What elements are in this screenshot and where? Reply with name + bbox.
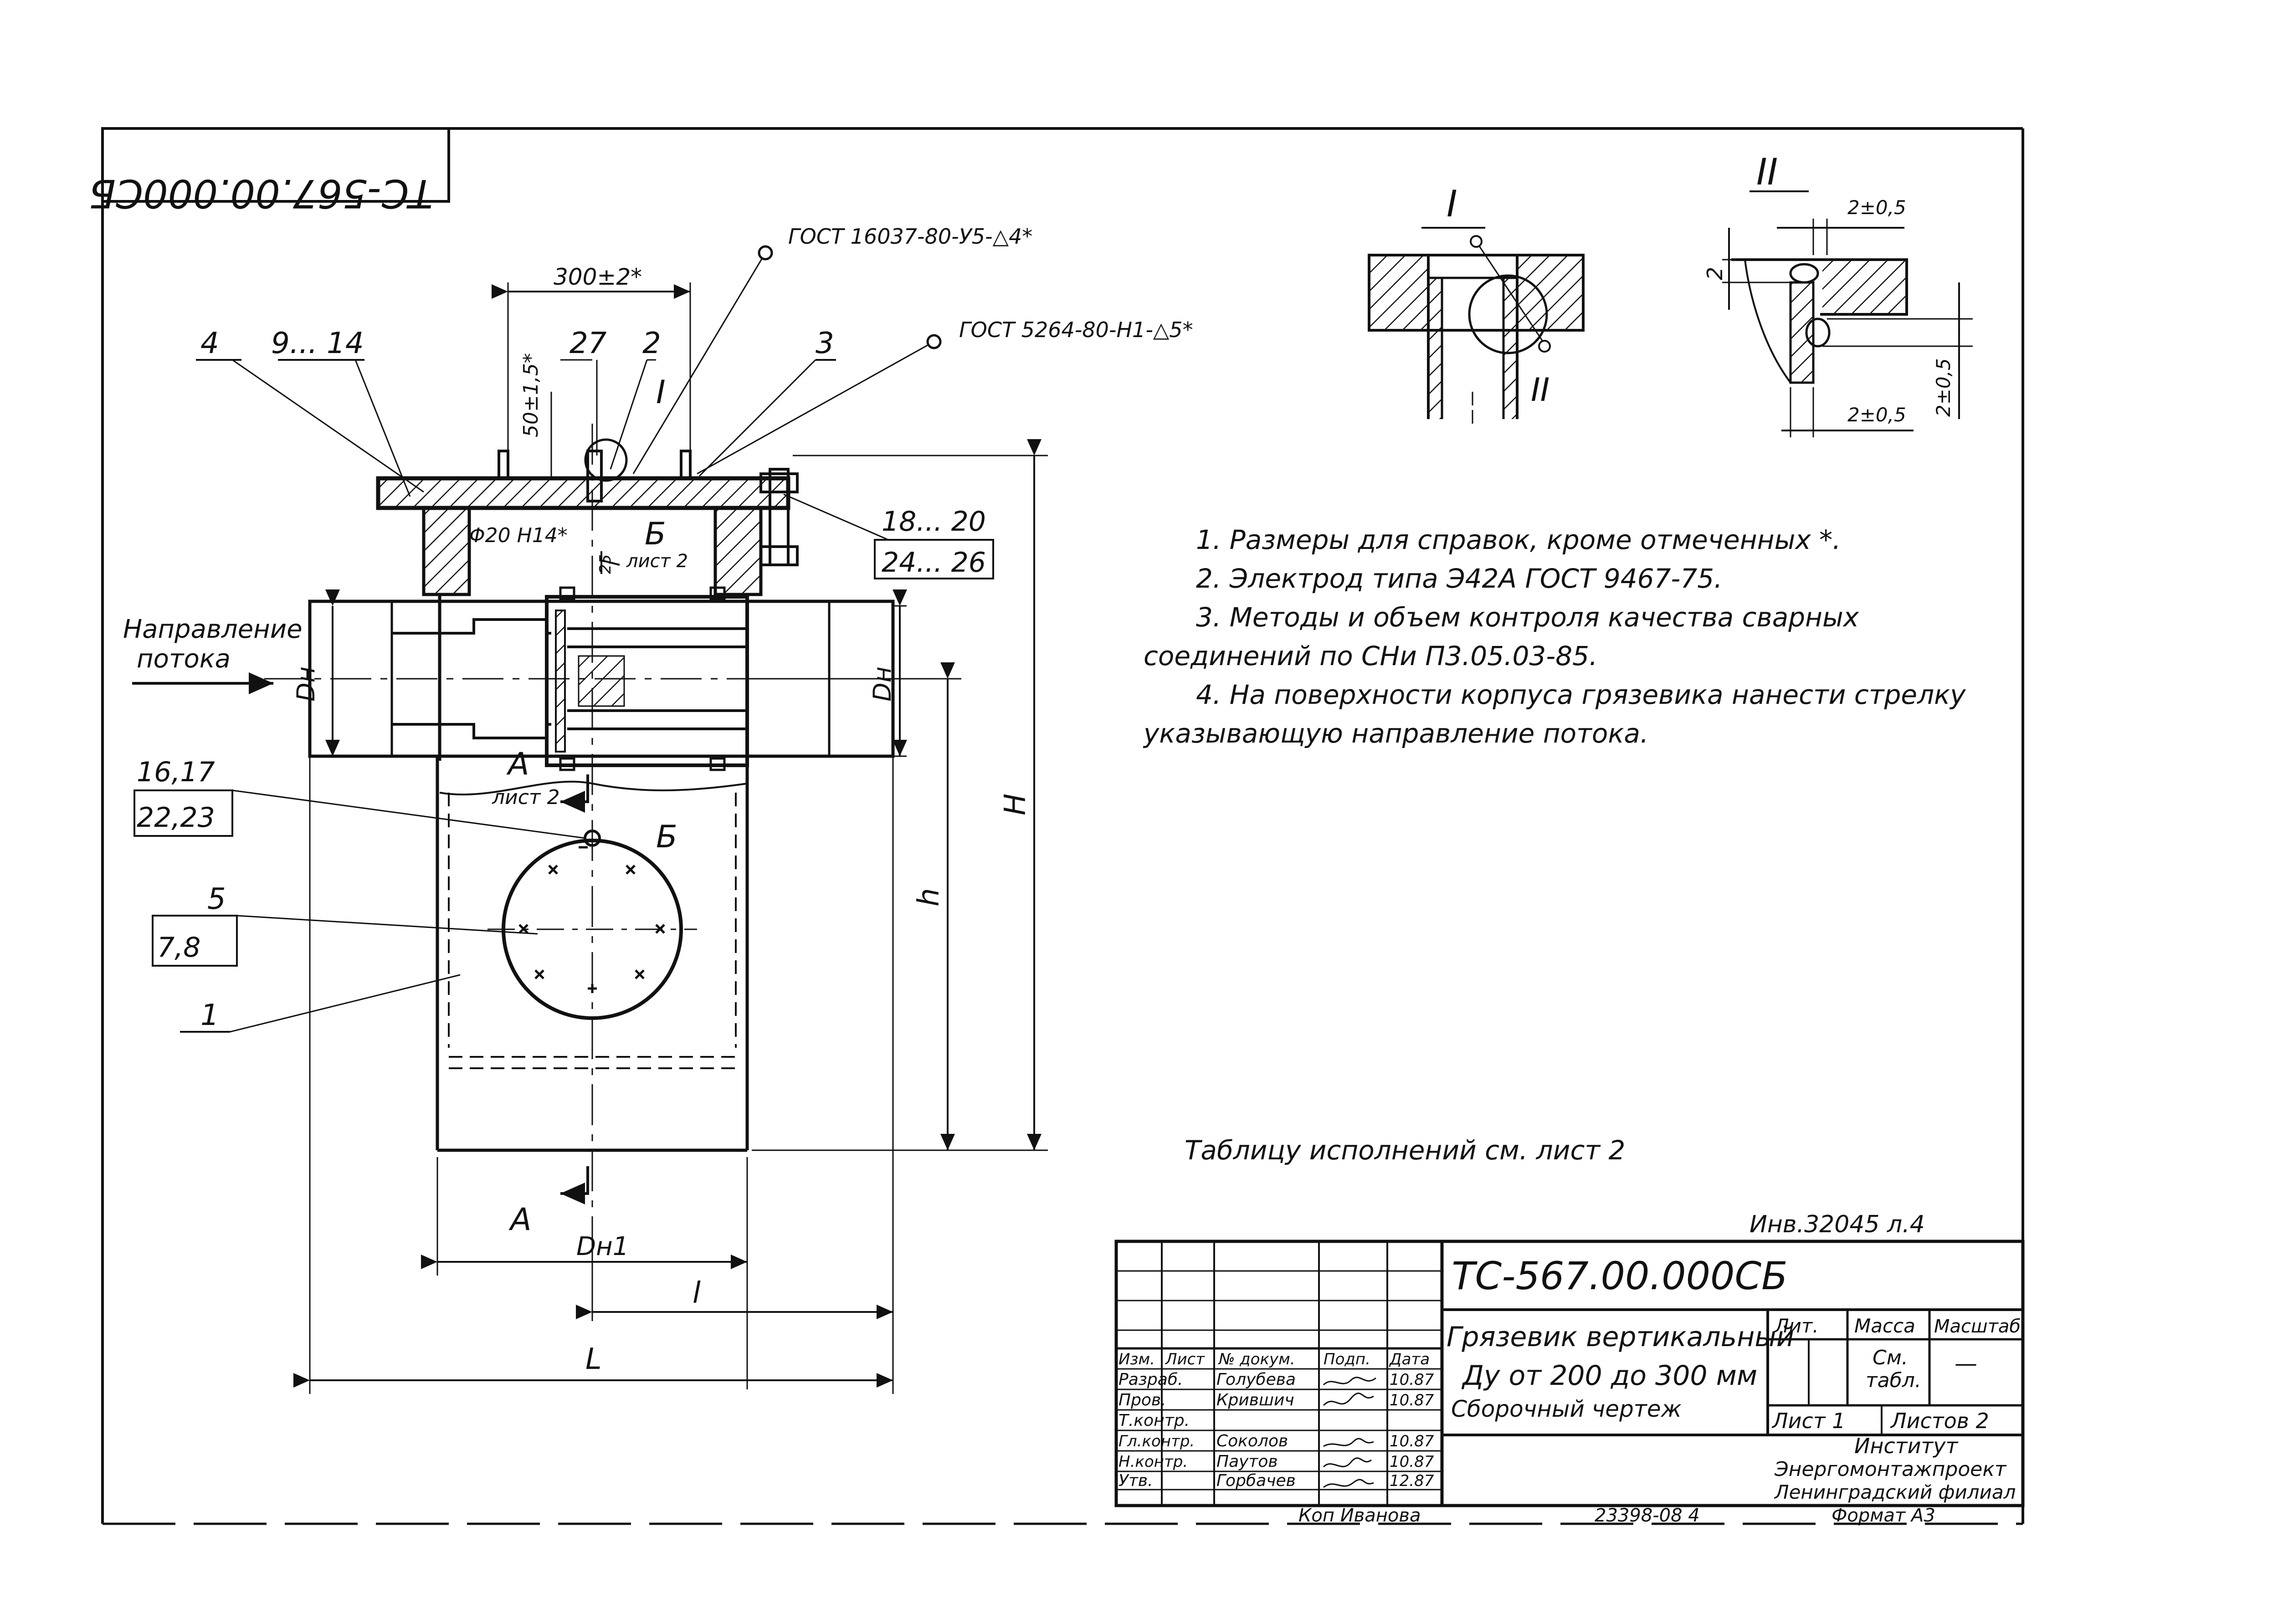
section-B-upper: Б bbox=[645, 516, 666, 552]
technical-notes: 1. Размеры для справок, кроме отмеченных… bbox=[1143, 524, 1966, 749]
pos-4: 4 bbox=[200, 327, 219, 360]
section-A-lower: А bbox=[508, 1202, 532, 1238]
tb-org-2: Энергомонтажпроект bbox=[1774, 1458, 2007, 1481]
dim-Dn1: Dн1 bbox=[576, 1232, 629, 1261]
dim-Dn-left: Dн bbox=[292, 666, 320, 702]
pos-7-8: 7,8 bbox=[157, 932, 200, 963]
tb-col-sign: Подп. bbox=[1324, 1350, 1370, 1368]
inventory-note: Инв.32045 л.4 bbox=[1750, 1211, 1925, 1238]
pos-24-26: 24... 26 bbox=[882, 547, 986, 579]
tb-row-role: Утв. bbox=[1118, 1471, 1153, 1490]
tb-org-3: Ленинградский филиал bbox=[1774, 1481, 2016, 1503]
tb-row-name: Паутов bbox=[1216, 1452, 1278, 1471]
tb-row-name: Горбачев bbox=[1216, 1471, 1296, 1490]
title-block-text: ТС-567.00.000СБ Грязевик вертикальный Ду… bbox=[1118, 1254, 2021, 1503]
tb-org-1: Институт bbox=[1854, 1434, 1958, 1458]
tb-col-date: Дата bbox=[1389, 1350, 1430, 1368]
dim-H: H bbox=[999, 794, 1032, 815]
tb-scale-label: Масштаб bbox=[1934, 1316, 2021, 1337]
designation-mirrored: ТС-567.00.000СБ bbox=[89, 170, 433, 216]
pos-18-20: 18... 20 bbox=[882, 506, 986, 538]
copied-by: Коп Иванова bbox=[1298, 1505, 1421, 1526]
title-block bbox=[1114, 1240, 2025, 1507]
tb-row-date: 10.87 bbox=[1390, 1371, 1434, 1389]
detail-dim-2-05c: 2±0,5 bbox=[1932, 358, 1955, 417]
tb-scale-value: — bbox=[1955, 1350, 1977, 1377]
pos-5: 5 bbox=[207, 882, 226, 916]
note-line-4: соединений по СНи П3.05.03-85. bbox=[1144, 640, 1597, 671]
tb-row-role: Гл.контр. bbox=[1118, 1432, 1195, 1450]
pos-9-14: 9... 14 bbox=[271, 327, 364, 360]
tb-mass-value-1: См. bbox=[1873, 1346, 1908, 1369]
tb-row-role: Пров. bbox=[1118, 1391, 1166, 1409]
pos-27: 27 bbox=[570, 327, 607, 360]
pos-2: 2 bbox=[642, 327, 661, 360]
note-line-6: указывающую направление потока. bbox=[1143, 718, 1648, 749]
tb-name-2: Ду от 200 до 300 мм bbox=[1461, 1360, 1757, 1392]
tb-designation: ТС-567.00.000СБ bbox=[1452, 1254, 1788, 1298]
flow-label-1: Направление bbox=[123, 615, 303, 644]
tb-row-date: 12.87 bbox=[1390, 1472, 1434, 1490]
dim-h: h bbox=[912, 888, 946, 907]
tb-col-doc: № докум. bbox=[1218, 1350, 1295, 1368]
section-A-upper: А bbox=[506, 746, 529, 782]
detail-dim-2: 2 bbox=[1703, 267, 1727, 280]
detail-II-callout: II bbox=[1531, 371, 1549, 409]
tb-row-role: Разраб. bbox=[1118, 1370, 1183, 1389]
tb-row-name: Голубева bbox=[1216, 1370, 1296, 1389]
tb-row-role: Н.контр. bbox=[1118, 1453, 1188, 1471]
detail-II bbox=[1722, 190, 1973, 437]
note-line-3: 3. Методы и объем контроля качества свар… bbox=[1196, 602, 1859, 633]
flow-label-2: потока bbox=[137, 644, 231, 674]
pos-3: 3 bbox=[816, 327, 834, 360]
detail-dim-2-05b: 2±0,5 bbox=[1847, 404, 1906, 426]
phi20-label: Φ20 Н14* bbox=[469, 524, 568, 547]
tb-row-date: 10.87 bbox=[1390, 1453, 1434, 1471]
tb-row-date: 10.87 bbox=[1390, 1432, 1434, 1450]
dim-300: 300±2* bbox=[554, 264, 642, 290]
section-B-lower: Б bbox=[656, 819, 677, 855]
note-line-2: 2. Электрод типа Э42А ГОСТ 9467-75. bbox=[1196, 563, 1723, 594]
designation-stamp: ТС-567.00.000СБ bbox=[89, 127, 450, 216]
tb-lit-label: Лит. bbox=[1774, 1315, 1819, 1337]
pos-16-17: 16,17 bbox=[137, 756, 215, 788]
tb-name-3: Сборочный чертеж bbox=[1451, 1396, 1682, 1422]
dim-L: L bbox=[585, 1342, 602, 1376]
tb-sheets-label: Листов 2 bbox=[1890, 1409, 1989, 1433]
bottom-number: 23398-08 4 bbox=[1595, 1505, 1700, 1526]
tb-name-1: Грязевик вертикальный bbox=[1447, 1321, 1794, 1353]
sheet2-ref-lower: лист 2 bbox=[492, 786, 560, 809]
tb-mass-value-2: табл. bbox=[1866, 1369, 1921, 1392]
dim-Dn-right: Dн bbox=[868, 666, 897, 702]
weld-callout-2: ГОСТ 5264-80-Н1-△5* bbox=[959, 318, 1193, 342]
main-view-labels: ГОСТ 16037-80-У5-△4* ГОСТ 5264-80-Н1-△5*… bbox=[123, 224, 1193, 1376]
sheet2-ref-upper: лист 2 bbox=[626, 551, 688, 572]
note-line-5: 4. На поверхности корпуса грязевика нане… bbox=[1196, 679, 1966, 710]
note-line-1: 1. Размеры для справок, кроме отмеченных… bbox=[1196, 524, 1841, 555]
tb-row-name: Крившич bbox=[1216, 1391, 1294, 1409]
detail-I bbox=[1368, 227, 1585, 428]
weld-callout-1: ГОСТ 16037-80-У5-△4* bbox=[788, 224, 1032, 249]
tb-col-list: Лист bbox=[1165, 1350, 1205, 1368]
detail-dim-2-05a: 2±0,5 bbox=[1847, 196, 1906, 219]
tb-mass-label: Масса bbox=[1854, 1315, 1915, 1337]
dim-l: l bbox=[693, 1276, 701, 1310]
view-I-callout: I bbox=[656, 374, 666, 411]
detail-I-title: I bbox=[1447, 183, 1457, 225]
main-assembly-view bbox=[132, 245, 1048, 1394]
format-label: Формат А3 bbox=[1832, 1505, 1935, 1526]
dim-25: 25 bbox=[596, 554, 615, 574]
detail-II-title: II bbox=[1756, 151, 1778, 193]
pos-22-23: 22,23 bbox=[137, 802, 215, 834]
dim-50: 50±1,5* bbox=[519, 353, 543, 437]
tb-sheet-label: Лист 1 bbox=[1771, 1409, 1845, 1433]
table-note: Таблицу исполнений см. лист 2 bbox=[1185, 1135, 1625, 1166]
tb-row-name: Соколов bbox=[1216, 1432, 1288, 1450]
pos-1: 1 bbox=[200, 999, 219, 1032]
tb-col-izm: Изм. bbox=[1118, 1350, 1155, 1368]
tb-row-date: 10.87 bbox=[1390, 1391, 1434, 1409]
tb-row-role: Т.контр. bbox=[1118, 1411, 1190, 1430]
